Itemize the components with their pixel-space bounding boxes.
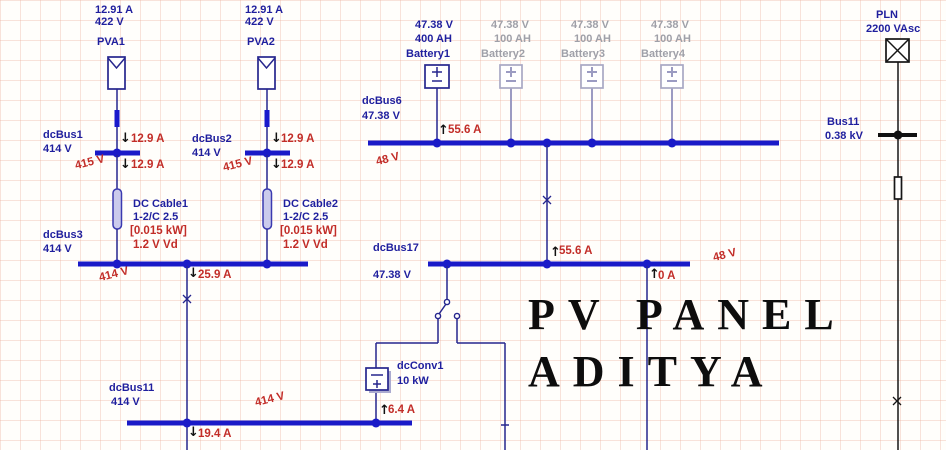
title-line-2: ADITYA [528,347,776,396]
dcbus6-current-label: 55.6 A [448,124,482,136]
pva1-voltage-label: 422 V [95,16,124,28]
dcbus11-name-label[interactable]: dcBus11 [109,382,155,394]
dcbus2-name-label[interactable]: dcBus2 [192,133,232,145]
current-arrow-up-icon: ↑ [438,123,449,138]
battery3-name-label[interactable]: Battery3 [561,48,606,60]
dcbus2-voltage-label: 414 V [192,147,221,159]
cable1-name-label[interactable]: DC Cable1 [133,198,189,210]
dcconv1-current-label: 6.4 A [388,404,416,416]
cable1-losses-label: [0.015 kW] [130,225,187,237]
dc-cable-1-symbol[interactable] [112,155,123,262]
dc-bus-2-bar[interactable] [245,148,290,158]
dcbus1-voltage-label: 414 V [43,143,72,155]
bus11-name-label[interactable]: Bus11 [827,116,860,128]
dcbus1-name-label[interactable]: dcBus1 [43,129,83,141]
cable2-losses-label: [0.015 kW] [280,225,337,237]
dcbus3-current-label: 25.9 A [198,269,232,281]
battery4-name-label[interactable]: Battery4 [641,48,686,60]
dcbus1-current-bottom-label: 12.9 A [131,159,165,171]
dcbus17-name-label[interactable]: dcBus17 [373,242,419,254]
current-arrow-down-icon: ↓ [120,131,131,146]
dcbus2-current-bottom-label: 12.9 A [281,159,315,171]
dc-bus-6-bar[interactable] [368,138,779,148]
current-arrow-up-icon: ↑ [550,245,561,260]
current-arrow-up-icon: ↑ [379,403,390,418]
dcbus1-current-top-label: 12.9 A [131,133,165,145]
dcbus11-current-label: 19.4 A [198,428,232,440]
current-arrow-down-icon: ↓ [188,266,199,281]
cable2-size-label: 1-2/C 2.5 [283,211,329,223]
bus-11-bar[interactable] [878,130,917,140]
cable2-vd-label: 1.2 V Vd [283,239,328,251]
battery2-symbol[interactable] [499,64,523,141]
pln-name-label[interactable]: PLN [876,9,898,21]
dcbus6-name-label[interactable]: dcBus6 [362,95,402,107]
pln-rating-label: 2200 VAsc [866,23,921,35]
dc-bus-1-bar[interactable] [95,148,140,158]
dcconv1-name-label[interactable]: dcConv1 [397,360,444,372]
impedance-symbol[interactable] [893,137,903,450]
pva2-name-label[interactable]: PVA2 [247,36,275,48]
battery1-symbol[interactable] [424,64,450,141]
bus11-voltage-label: 0.38 kV [825,130,863,142]
dc-bus-11-bar[interactable] [127,418,412,428]
dcconv1-rating-label: 10 kW [397,375,429,387]
fuse-1-symbol[interactable] [182,294,192,304]
dc-bus-17-bar[interactable] [428,259,690,269]
battery2-name-label[interactable]: Battery2 [481,48,526,60]
transfer-switch-symbol[interactable] [376,266,461,344]
current-arrow-down-icon: ↓ [188,425,199,440]
pv-array-pva1-symbol[interactable] [107,56,126,151]
fuse-3-symbol[interactable] [892,396,902,406]
dc-converter-symbol[interactable] [365,343,391,421]
battery3-symbol[interactable] [580,64,604,141]
cable2-name-label[interactable]: DC Cable2 [283,198,339,210]
battery4-voltage-label: 47.38 V [651,19,689,31]
current-arrow-down-icon: ↓ [271,157,282,172]
dcbus3-name-label[interactable]: dcBus3 [43,229,83,241]
pv-array-pva2-symbol[interactable] [257,56,276,151]
dcbus6-voltage-label: 47.38 V [362,110,400,122]
dcbus17-voltage-label: 47.38 V [373,269,411,281]
current-arrow-down-icon: ↓ [120,157,131,172]
dcbus3-voltage-label: 414 V [43,243,72,255]
current-arrow-down-icon: ↓ [271,131,282,146]
dc-bus-3-bar[interactable] [78,259,308,269]
battery1-voltage-label: 47.38 V [415,19,453,31]
dcbus17-current-right-label: 0 A [658,270,676,282]
battery4-symbol[interactable] [660,64,684,141]
battery2-voltage-label: 47.38 V [491,19,529,31]
fuse-2-symbol[interactable] [542,195,552,205]
dc-cable-2-symbol[interactable] [262,155,273,262]
utility-grid-pln-symbol[interactable] [885,38,910,133]
switch-right-branch-wire [457,342,509,450]
current-arrow-up-icon: ↑ [649,267,660,282]
battery3-capacity-label: 100 AH [574,33,611,45]
battery3-voltage-label: 47.38 V [571,19,609,31]
pva1-current-label: 12.91 A [95,4,134,16]
pva2-current-label: 12.91 A [245,4,284,16]
dcbus11-voltage-label: 414 V [111,396,140,408]
pva1-name-label[interactable]: PVA1 [97,36,125,48]
cable1-vd-label: 1.2 V Vd [133,239,178,251]
battery4-capacity-label: 100 AH [654,33,691,45]
battery1-name-label[interactable]: Battery1 [406,48,451,60]
cable1-size-label: 1-2/C 2.5 [133,211,179,223]
dcbus17-current-middle-label: 55.6 A [559,245,593,257]
title-line-1: PV PANEL [528,290,847,339]
pva2-voltage-label: 422 V [245,16,274,28]
battery2-capacity-label: 100 AH [494,33,531,45]
dcbus2-current-top-label: 12.9 A [281,133,315,145]
battery1-capacity-label: 400 AH [415,33,452,45]
